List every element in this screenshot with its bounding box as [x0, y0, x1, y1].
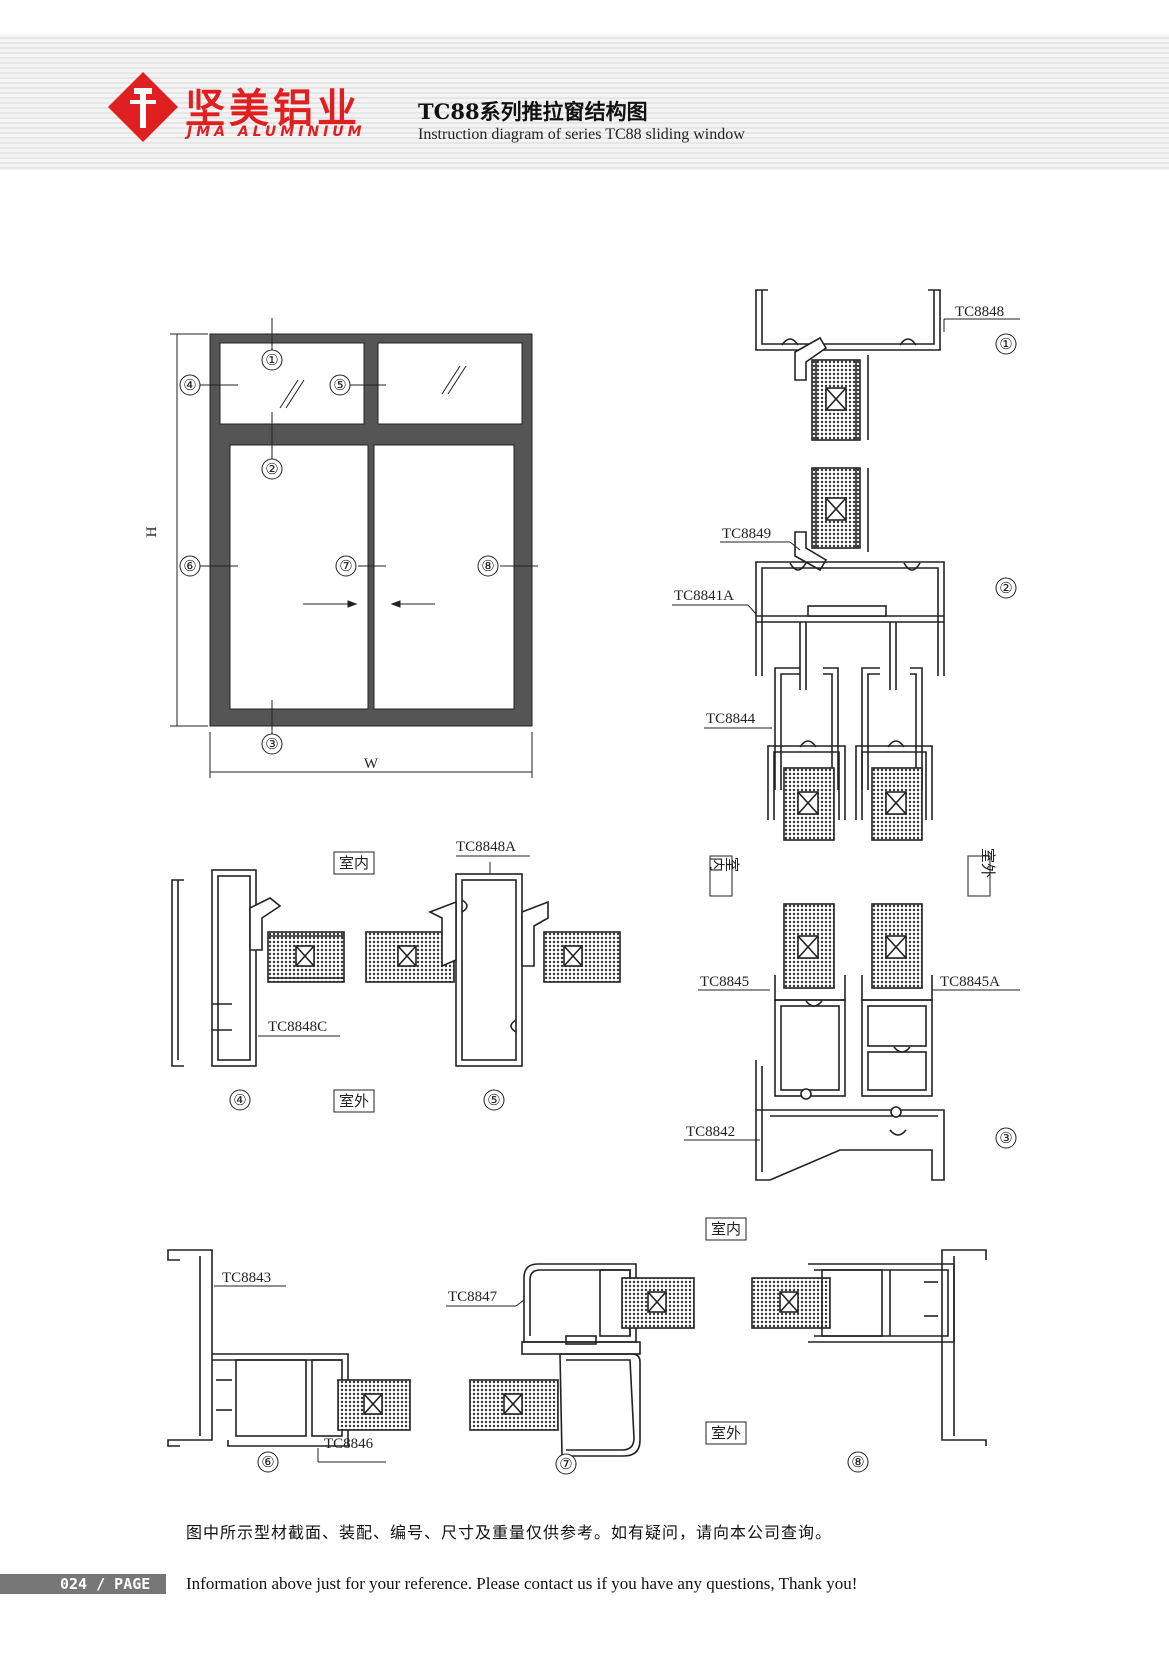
header-band — [0, 34, 1169, 170]
section-number-3: ③ — [999, 1131, 1012, 1147]
page-title-en: Instruction diagram of series TC88 slidi… — [418, 126, 745, 143]
part-label-tc8841a: TC8841A — [674, 588, 734, 604]
section-8-jamb — [751, 1249, 987, 1446]
section-number-7: ⑦ — [559, 1457, 572, 1473]
brand-name-cn: 坚美铝业 — [185, 86, 361, 132]
zone-outdoor-1: 室外 — [339, 1093, 369, 1110]
page-bar — [0, 1574, 166, 1594]
height-label: H — [144, 526, 160, 537]
zone-indoor-1: 室内 — [339, 855, 369, 872]
part-label-tc8845a: TC8845A — [940, 974, 1000, 990]
callout-5: ⑤ — [333, 378, 346, 394]
window-elevation — [170, 318, 538, 778]
callout-8: ⑧ — [481, 559, 494, 575]
section-number-2: ② — [999, 581, 1012, 597]
part-label-tc8844: TC8844 — [706, 711, 756, 727]
section-number-1: ① — [999, 337, 1012, 353]
section-number-4: ④ — [233, 1093, 246, 1109]
part-label-tc8843: TC8843 — [222, 1270, 271, 1286]
section-number-5: ⑤ — [487, 1093, 500, 1109]
section-number-6: ⑥ — [261, 1455, 274, 1471]
part-label-tc8848: TC8848 — [955, 304, 1004, 320]
callout-3: ③ — [265, 737, 278, 753]
callout-2: ② — [265, 462, 278, 478]
zone-outdoor-vertical: 室外 — [979, 848, 996, 878]
section-4-side-frame — [171, 869, 345, 1067]
callout-4: ④ — [183, 378, 196, 394]
part-label-tc8848c: TC8848C — [268, 1019, 327, 1035]
brand-name-en: JMA ALUMINIUM — [187, 124, 366, 140]
part-label-tc8842: TC8842 — [686, 1124, 735, 1140]
zone-indoor-vertical: 室内 — [709, 855, 740, 872]
footer-note-cn: 图中所示型材截面、装配、编号、尺寸及重量仅供参考。如有疑问，请向本公司查询。 — [186, 1523, 833, 1542]
width-label: W — [364, 756, 379, 772]
section-6-jamb — [167, 1249, 411, 1447]
section-1-head — [755, 289, 941, 441]
part-label-tc8849: TC8849 — [722, 526, 771, 542]
section-2-meeting — [755, 467, 945, 841]
callout-6: ⑥ — [183, 559, 196, 575]
callout-1: ① — [265, 353, 278, 369]
part-label-tc8848a: TC8848A — [456, 839, 516, 855]
section-3-sill — [755, 903, 945, 1181]
callout-7: ⑦ — [339, 559, 352, 575]
zone-outdoor-2: 室外 — [711, 1425, 741, 1442]
zone-indoor-2: 室内 — [711, 1221, 741, 1238]
part-label-tc8845: TC8845 — [700, 974, 749, 990]
page-title-cn: TC88系列推拉窗结构图 — [418, 99, 648, 124]
section-5-transom — [365, 873, 621, 1067]
section-7-interlock — [469, 1263, 695, 1457]
elevation-callouts: ① ② ③ ④ ⑤ ⑥ ⑦ ⑧ — [179, 349, 499, 755]
part-label-tc8847: TC8847 — [448, 1289, 498, 1305]
section-number-8: ⑧ — [851, 1455, 864, 1471]
footer-note-en: Information above just for your referenc… — [186, 1574, 858, 1593]
part-label-tc8846: TC8846 — [324, 1436, 374, 1452]
page-number: 024 / PAGE — [60, 1575, 151, 1593]
brand-logo-icon — [108, 72, 178, 142]
